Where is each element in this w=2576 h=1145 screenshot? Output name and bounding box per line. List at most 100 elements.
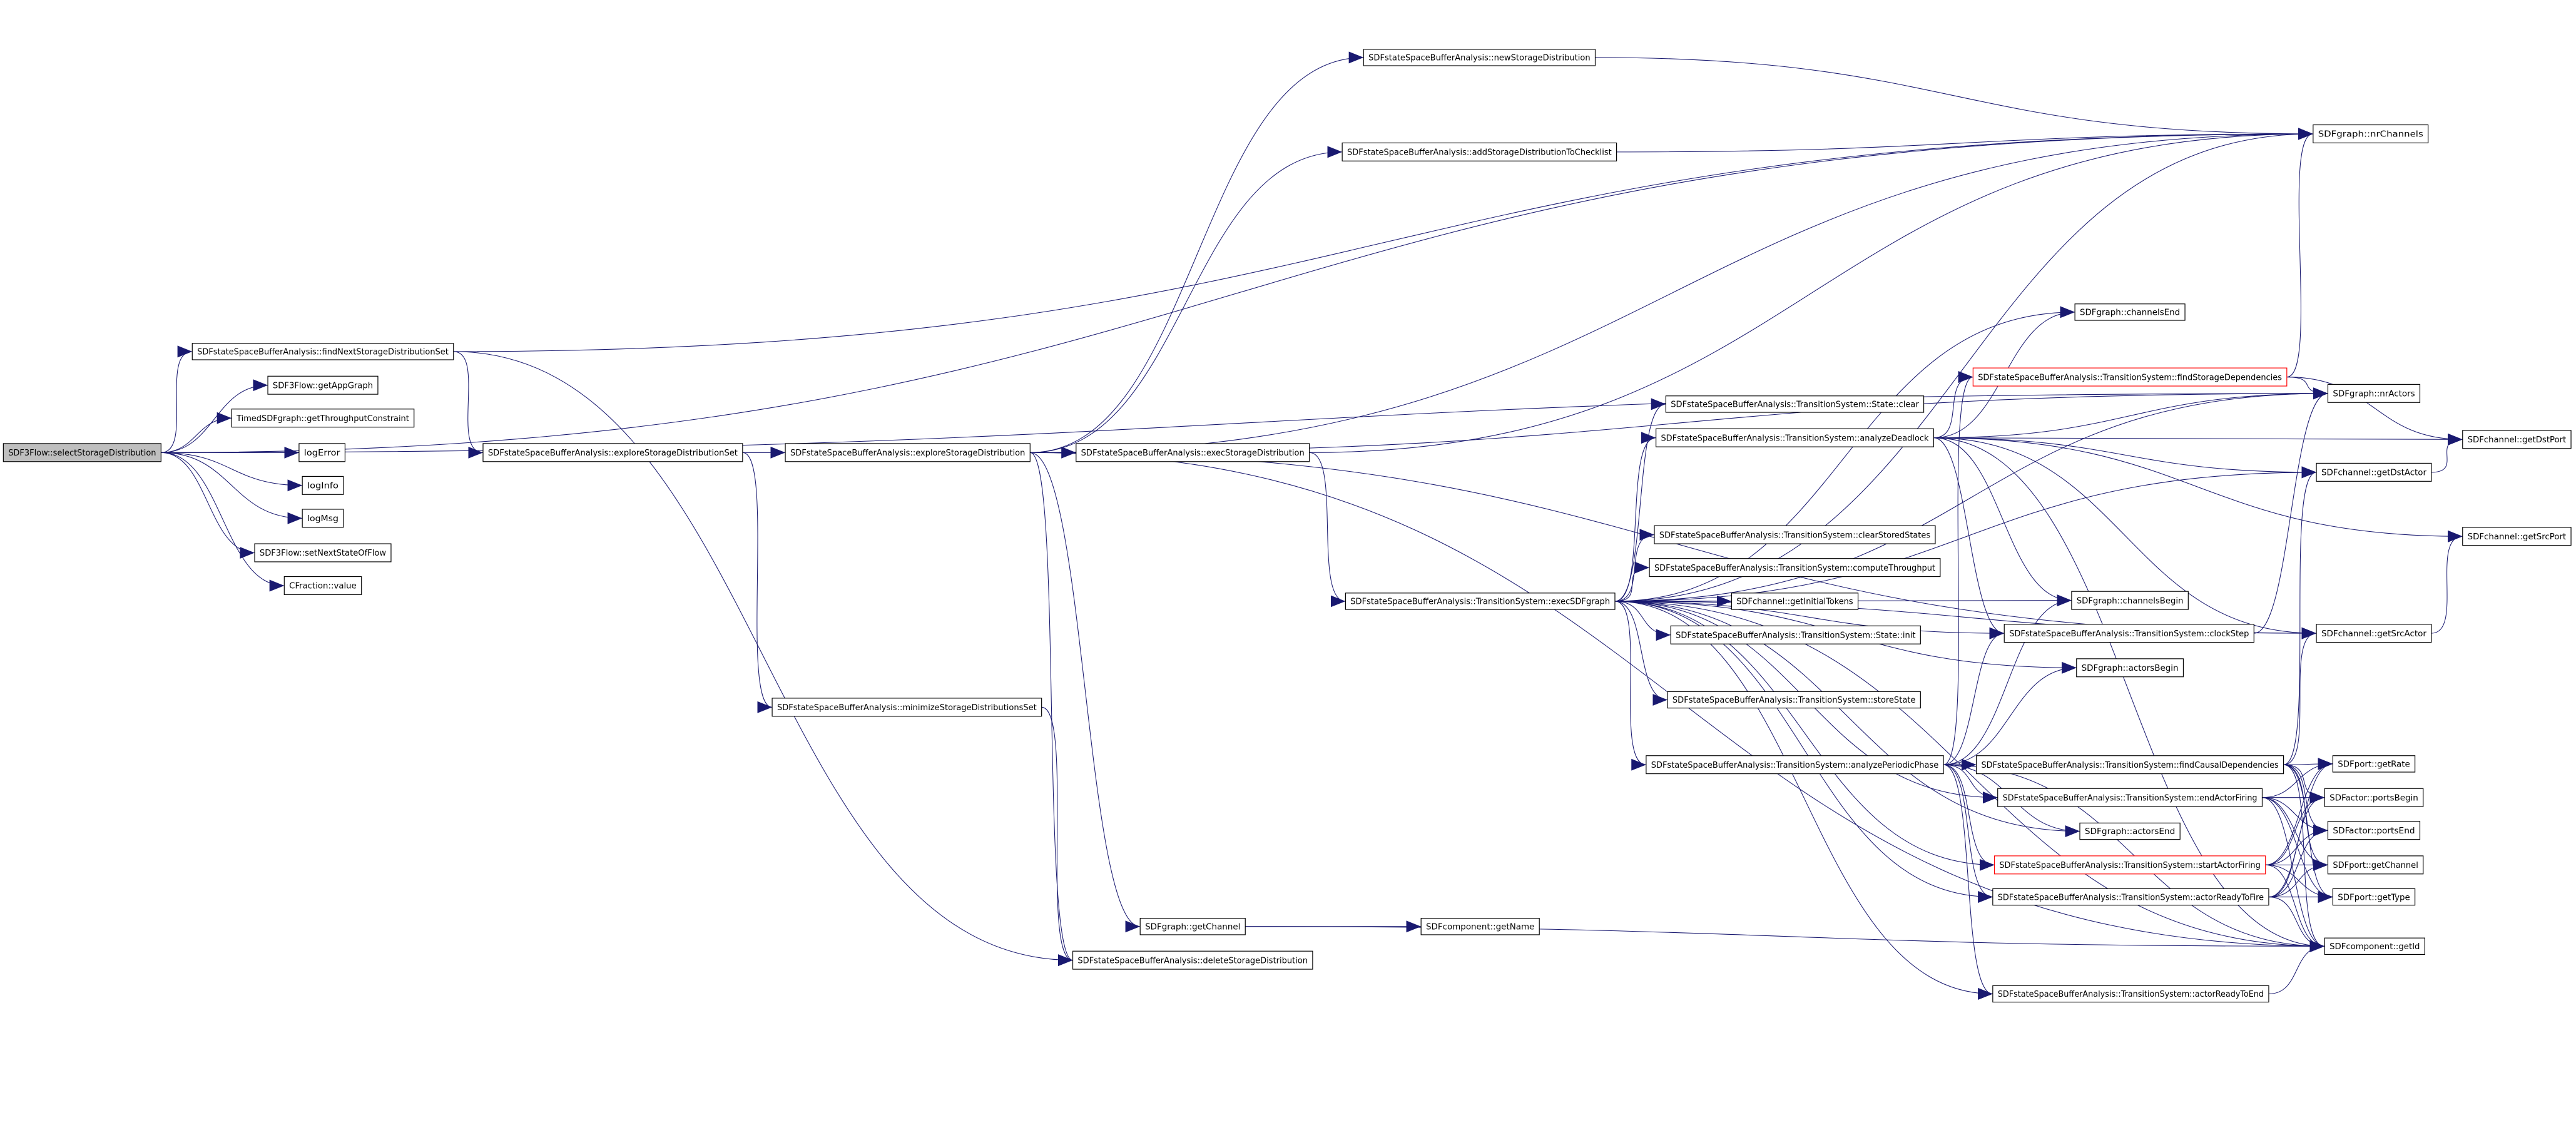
graph-node-readyFire[interactable]: SDFstateSpaceBufferAnalysis::TransitionS… [1992, 888, 2269, 906]
call-edge-periodic-to-actorsBegin [1943, 661, 2077, 765]
graph-node-minimize[interactable]: SDFstateSpaceBufferAnalysis::minimizeSto… [771, 698, 1042, 717]
node-label: SDFstateSpaceBufferAnalysis::TransitionS… [1978, 373, 2282, 382]
call-edge-periodic-to-getId [1943, 764, 2325, 952]
graph-node-getAppGraph[interactable]: SDF3Flow::getAppGraph [267, 375, 379, 395]
call-edge-findStorDep-to-getDstPort [2286, 377, 2463, 445]
graph-node-stateInit[interactable]: SDFstateSpaceBufferAnalysis::TransitionS… [1670, 625, 1921, 644]
graph-node-actorsBegin[interactable]: SDFgraph::actorsBegin [2076, 658, 2184, 678]
graph-node-computeThr[interactable]: SDFstateSpaceBufferAnalysis::TransitionS… [1649, 558, 1941, 578]
graph-node-getThroughput[interactable]: TimedSDFgraph::getThroughputConstraint [231, 409, 415, 428]
node-box [1363, 49, 1596, 66]
graph-node-deadlock[interactable]: SDFstateSpaceBufferAnalysis::TransitionS… [1656, 428, 1934, 447]
node-box [2074, 303, 2186, 321]
node-label: SDFgraph::actorsEnd [2085, 827, 2175, 837]
call-edge-findCausal-to-getSrcActor [2283, 627, 2317, 765]
graph-node-deleteSD[interactable]: SDFstateSpaceBufferAnalysis::deleteStora… [1072, 950, 1313, 970]
graph-node-findCausal[interactable]: SDFstateSpaceBufferAnalysis::TransitionS… [1976, 755, 2284, 775]
graph-node-cfrac[interactable]: CFraction::value [283, 576, 362, 596]
node-label: SDFchannel::getSrcPort [2468, 532, 2567, 542]
call-edge-readyEnd-to-getId [2268, 940, 2325, 994]
call-edge-execSDF-to-startFiring [1614, 601, 1995, 871]
graph-node-startFiring[interactable]: SDFstateSpaceBufferAnalysis::TransitionS… [1993, 855, 2266, 875]
node-box [1139, 918, 1246, 935]
graph-node-getId[interactable]: SDFcomponent::getId [2324, 937, 2425, 955]
graph-node-getDstActor[interactable]: SDFchannel::getDstActor [2316, 462, 2432, 482]
node-box [2327, 384, 2421, 403]
node-box [2076, 658, 2184, 678]
graph-node-findNext[interactable]: SDFstateSpaceBufferAnalysis::findNextSto… [191, 343, 454, 360]
call-edge-execSDF-to-readyFire [1614, 601, 1993, 903]
graph-node-portsEnd[interactable]: SDFactor::portsEnd [2327, 821, 2421, 840]
graph-node-initTokens[interactable]: SDFchannel::getInitialTokens [1731, 593, 1859, 610]
node-box [482, 443, 743, 462]
graph-node-stateClear[interactable]: SDFstateSpaceBufferAnalysis::TransitionS… [1665, 395, 1925, 413]
graph-node-nrActors[interactable]: SDFgraph::nrActors [2327, 384, 2421, 403]
graph-node-findStorDep[interactable]: SDFstateSpaceBufferAnalysis::TransitionS… [1972, 367, 2288, 387]
graph-node-readyEnd[interactable]: SDFstateSpaceBufferAnalysis::TransitionS… [1992, 985, 2269, 1003]
node-label: SDFstateSpaceBufferAnalysis::TransitionS… [1659, 531, 1930, 540]
graph-node-logError[interactable]: logError [298, 443, 346, 462]
graph-node-storeState[interactable]: SDFstateSpaceBufferAnalysis::TransitionS… [1667, 691, 1921, 709]
graph-node-execSDF[interactable]: SDFstateSpaceBufferAnalysis::TransitionS… [1345, 593, 1616, 610]
node-label: SDFstateSpaceBufferAnalysis::newStorageD… [1368, 54, 1590, 63]
graph-node-actorsEnd[interactable]: SDFgraph::actorsEnd [2079, 822, 2181, 840]
graph-node-newSD[interactable]: SDFstateSpaceBufferAnalysis::newStorageD… [1363, 49, 1596, 66]
node-label: SDFport::getRate [2338, 760, 2410, 770]
graph-node-channelsEnd[interactable]: SDFgraph::channelsEnd [2074, 303, 2186, 321]
node-label: TimedSDFgraph::getThroughputConstraint [236, 414, 409, 424]
graph-node-getSrcActor[interactable]: SDFchannel::getSrcActor [2316, 624, 2432, 643]
graph-node-clockStep[interactable]: SDFstateSpaceBufferAnalysis::TransitionS… [2003, 624, 2254, 643]
node-box [2079, 822, 2181, 840]
graph-node-logMsg[interactable]: logMsg [302, 509, 344, 528]
node-label: SDFstateSpaceBufferAnalysis::TransitionS… [2009, 629, 2249, 639]
node-label: SDFstateSpaceBufferAnalysis::execStorage… [1081, 449, 1305, 458]
graph-node-exploreSet[interactable]: SDFstateSpaceBufferAnalysis::exploreStor… [482, 443, 743, 462]
graph-node-portGetChannel[interactable]: SDFport::getChannel [2327, 855, 2424, 875]
call-edge-execSDF-to-stateInit [1614, 601, 1671, 641]
call-edge-getChannel-to-getId [1245, 926, 2325, 952]
graph-node-getChannel[interactable]: SDFgraph::getChannel [1139, 918, 1246, 935]
node-label: SDFgraph::channelsEnd [2080, 308, 2180, 318]
graph-node-clearStored[interactable]: SDFstateSpaceBufferAnalysis::TransitionS… [1654, 525, 1936, 544]
graph-node-addSD[interactable]: SDFstateSpaceBufferAnalysis::addStorageD… [1341, 142, 1617, 161]
node-label: SDFcomponent::getId [2329, 942, 2420, 952]
node-box [1345, 593, 1616, 610]
call-edge-addSD-to-nrChannels [1616, 128, 2313, 153]
graph-node-getType[interactable]: SDFport::getType [2332, 888, 2416, 906]
call-edge-execSDF-to-clearStored [1614, 529, 1654, 602]
node-label: SDFcomponent::getName [1426, 923, 1534, 932]
graph-node-portsBegin[interactable]: SDFactor::portsBegin [2324, 788, 2424, 807]
call-edge-execSDF-to-clockStep [1614, 601, 2005, 639]
graph-node-logInfo[interactable]: logInfo [302, 476, 344, 495]
node-label: SDFstateSpaceBufferAnalysis::TransitionS… [1998, 990, 2264, 999]
graph-node-root[interactable]: SDF3Flow::selectStorageDistribution [3, 443, 161, 462]
call-edge-execSDF-to-readyEnd [1614, 601, 1993, 1000]
call-edge-root-to-logMsg [161, 452, 303, 524]
call-edge-clockStep-to-nrActors [2254, 387, 2328, 634]
graph-node-channelsBegin[interactable]: SDFgraph::channelsBegin [2071, 591, 2189, 610]
node-box [771, 698, 1042, 717]
node-label: SDF3Flow::getAppGraph [273, 381, 373, 390]
graph-node-getDstPort[interactable]: SDFchannel::getDstPort [2462, 430, 2572, 449]
node-box [1656, 428, 1934, 447]
graph-node-getSrcPort[interactable]: SDFchannel::getSrcPort [2462, 527, 2572, 546]
node-label: CFraction::value [289, 582, 357, 591]
graph-node-nrChannels[interactable]: SDFgraph::nrChannels [2313, 124, 2429, 144]
graph-node-getRate[interactable]: SDFport::getRate [2332, 755, 2416, 773]
graph-node-setNext[interactable]: SDF3Flow::setNextStateOfFlow [254, 543, 392, 562]
call-edge-readyFire-to-portGetChannel [2268, 858, 2328, 898]
node-label: SDFactor::portsBegin [2329, 793, 2418, 803]
graph-node-endFiring[interactable]: SDFstateSpaceBufferAnalysis::TransitionS… [1997, 788, 2263, 807]
node-label: SDFgraph::getChannel [1145, 923, 1240, 932]
graph-node-exploreSD[interactable]: SDFstateSpaceBufferAnalysis::exploreStor… [785, 443, 1031, 462]
graph-node-execSD[interactable]: SDFstateSpaceBufferAnalysis::execStorage… [1076, 443, 1310, 462]
node-box [2327, 821, 2421, 840]
call-edge-execSDF-to-channelsEnd [1614, 306, 2075, 602]
node-label: SDFactor::portsEnd [2333, 827, 2415, 836]
node-label: SDFstateSpaceBufferAnalysis::deleteStora… [1077, 956, 1308, 965]
graph-node-getName[interactable]: SDFcomponent::getName [1420, 918, 1540, 935]
call-edge-findNext-to-nrChannels [453, 128, 2313, 352]
call-edge-periodic-to-endFiring [1943, 764, 1998, 804]
call-edge-deadlock-to-getDstPort [1933, 433, 2463, 445]
graph-node-periodic[interactable]: SDFstateSpaceBufferAnalysis::TransitionS… [1646, 755, 1944, 775]
